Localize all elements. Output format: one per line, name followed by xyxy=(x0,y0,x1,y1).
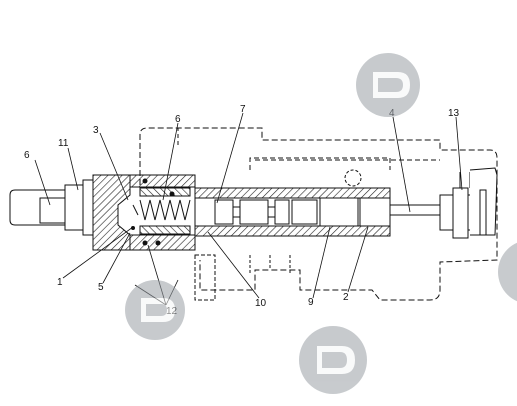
callout-7: 7 xyxy=(240,104,246,115)
o-rings xyxy=(131,178,175,246)
callout-13: 13 xyxy=(448,108,460,119)
housing-outline xyxy=(139,127,498,301)
spool-lands xyxy=(214,197,391,227)
watermark-logo-right-edge xyxy=(498,242,517,302)
watermark-logo-left xyxy=(125,280,185,340)
callout-6-left: 6 xyxy=(24,150,30,161)
watermark-logo-bottom xyxy=(299,326,367,394)
left-body-section xyxy=(92,174,196,251)
callout-9: 9 xyxy=(308,297,314,308)
callout-1: 1 xyxy=(57,277,63,288)
callout-5: 5 xyxy=(98,282,104,293)
left-stud xyxy=(9,179,94,236)
right-end-cap xyxy=(439,167,498,239)
spring xyxy=(132,199,191,221)
callout-10: 10 xyxy=(255,298,267,309)
callout-3: 3 xyxy=(93,125,99,136)
callout-11: 11 xyxy=(58,138,69,149)
leader-lines xyxy=(34,112,463,306)
push-rod xyxy=(389,204,441,216)
callout-2: 2 xyxy=(343,292,349,303)
watermark-logo-top xyxy=(356,53,420,117)
callout-6-top: 6 xyxy=(175,114,181,125)
